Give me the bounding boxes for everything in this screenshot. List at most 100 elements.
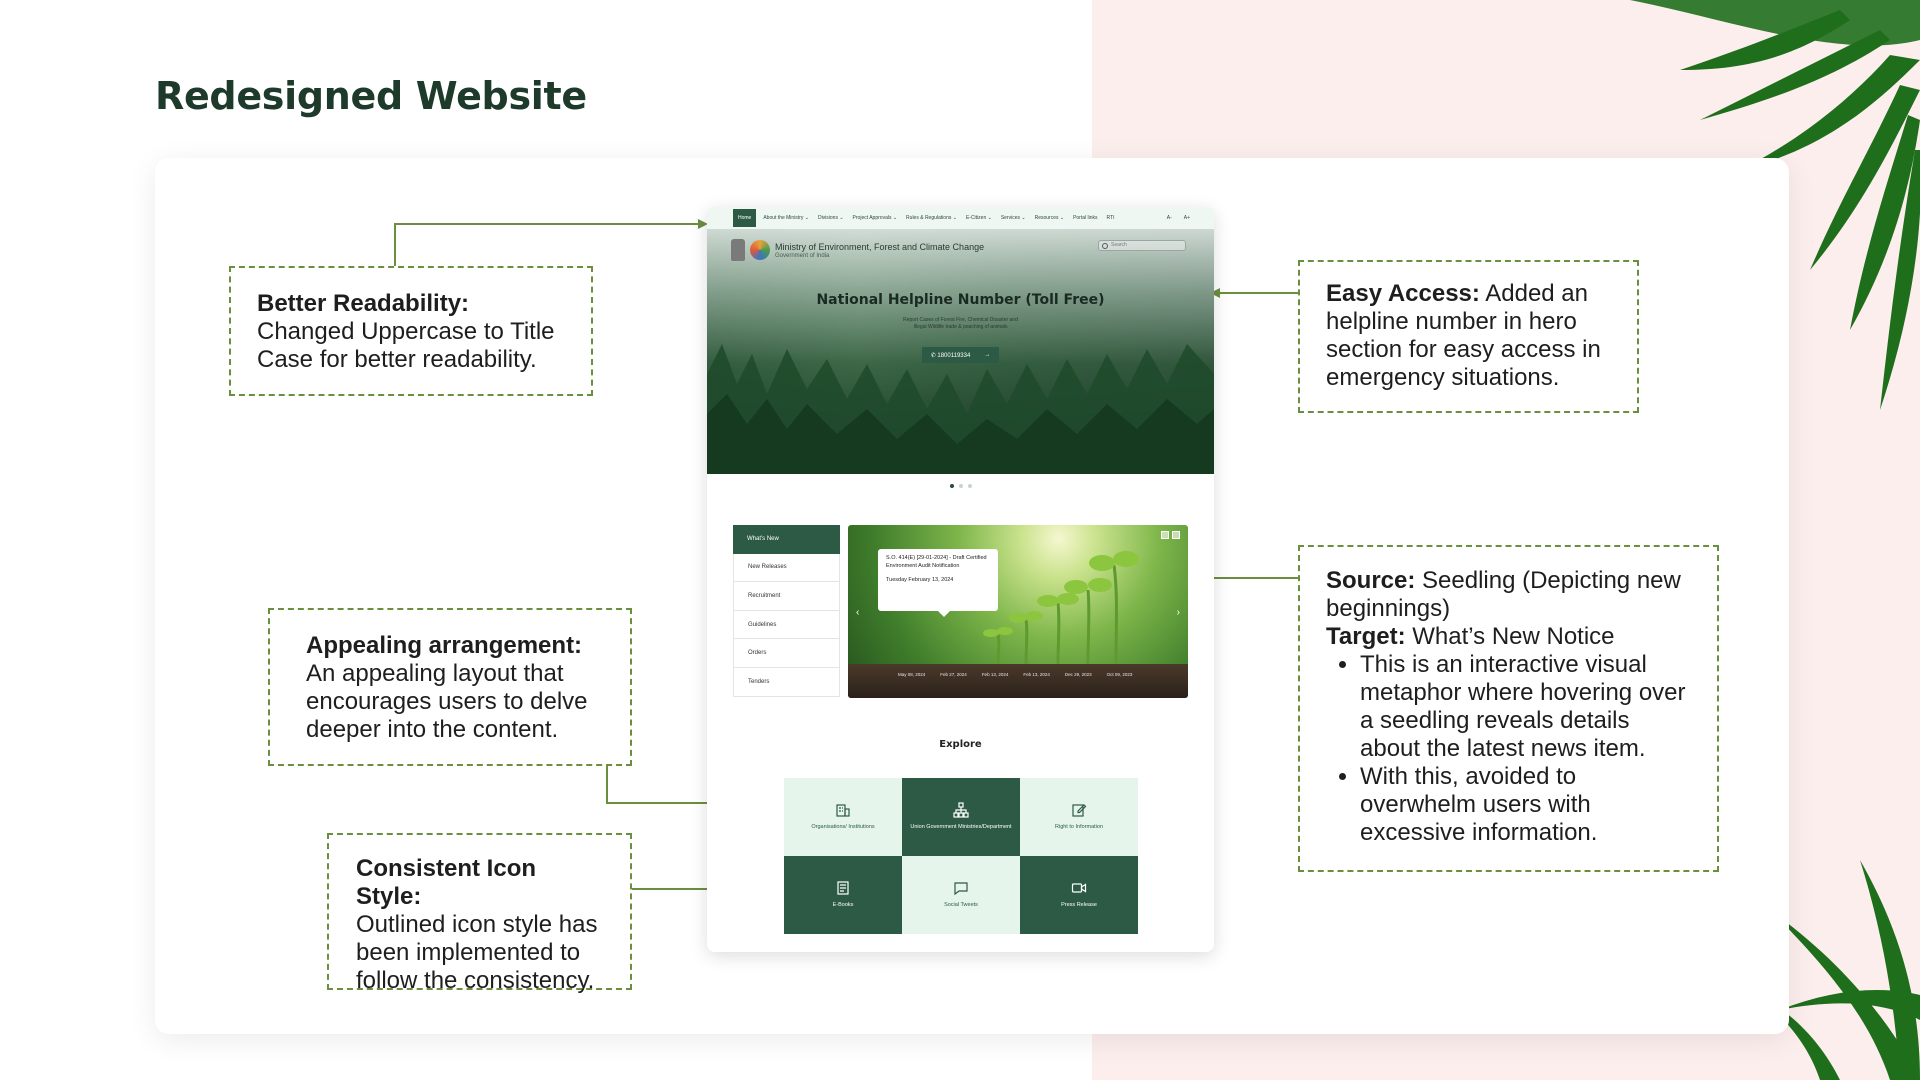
explore-heading: Explore [939,739,982,750]
carousel-dot[interactable] [967,484,972,488]
source-label: Source: [1326,567,1416,594]
target-text: What’s New Notice [1405,623,1615,650]
carousel-dot[interactable] [958,484,963,488]
emblem-icon [731,239,745,261]
nav-e-citizen[interactable]: E-Citizen ⌄ [965,215,992,221]
carousel-dot[interactable] [949,484,954,488]
tab-whats-new[interactable]: What's New [733,525,840,554]
tile-label: E-Books [832,902,854,909]
tab-orders[interactable]: Orders [733,639,840,668]
note-heading: Better Readability: [257,290,470,317]
whats-new-tabs: What's New New Releases Recruitment Guid… [733,525,840,697]
tab-guidelines[interactable]: Guidelines [733,610,840,640]
palm-leaf-bottom [1750,860,1920,1080]
note-easy-access: Easy Access: Added an helpline number in… [1298,260,1639,413]
org-name: Ministry of Environment, Forest and Clim… [775,241,985,252]
pause-icon[interactable] [1161,531,1169,539]
note-consistent-icon-style: Consistent Icon Style: Outlined icon sty… [327,833,632,994]
notice-date: Tuesday February 13, 2024 [886,577,954,583]
nav-services[interactable]: Services ⌄ [1000,215,1026,221]
date-label[interactable]: Feb 13, 2024 [1023,672,1050,677]
tile-label: Organisations/ Institutions [811,824,875,831]
tile-union-government[interactable]: Union Government Ministries/Department [902,778,1020,856]
nav-about[interactable]: About the Ministry ⌄ [763,215,809,221]
bullet-item: This is an interactive visual metaphor w… [1360,651,1691,763]
nav-home[interactable]: Home [733,209,757,227]
font-decrease-button[interactable]: A- [1166,215,1172,221]
date-label[interactable]: Feb 13, 2024 [981,672,1009,677]
note-better-readability: Better Readability: Changed Uppercase to… [229,266,593,396]
ministry-logo[interactable]: Ministry of Environment, Forest and Clim… [731,239,984,261]
expand-icon[interactable] [1172,531,1180,539]
book-icon [837,881,849,895]
seedlings-image [983,551,1139,666]
building-icon [836,804,850,817]
bullet-item: With this, avoided to overwhelm users wi… [1360,763,1691,847]
source-text: Seedling (Depicting new beginnings) [1326,567,1681,622]
nav-portal-links[interactable]: Portal links [1073,215,1098,221]
chat-icon [954,882,968,896]
nav-project-approvals[interactable]: Project Approvals ⌄ [852,215,898,221]
hero-banner: Ministry of Environment, Forest and Clim… [707,229,1214,474]
chevron-right-icon[interactable]: › [1176,607,1180,618]
tile-label: Right to Information [1055,824,1103,831]
tile-right-to-information[interactable]: Right to Information [1020,778,1138,856]
tab-recruitment[interactable]: Recruitment [733,582,840,611]
website-mockup: Home About the Ministry ⌄ Divisions ⌄ Pr… [707,207,1214,952]
video-icon [1071,883,1087,893]
environment-logo-icon [750,240,770,260]
nav-divisions[interactable]: Divisions ⌄ [817,215,844,221]
notice-tooltip[interactable]: S.O. 414(E) [29-01-2024] - Draft Certifi… [878,549,998,617]
tile-label: Union Government Ministries/Department [910,824,1012,831]
font-size-controls: A- A+ [1167,215,1190,221]
font-increase-button[interactable]: A+ [1183,215,1190,221]
nav-rti[interactable]: RTI [1106,215,1115,221]
arrow-right-icon: → [984,352,991,358]
forest-image [707,344,1214,474]
date-labels: May 08, 2024 Feb 27, 2024 Feb 13, 2024 F… [898,672,1132,677]
note-body: Outlined icon style has been implemented… [356,911,598,994]
search-input[interactable]: Search [1098,240,1186,251]
soil-band [848,664,1188,698]
date-label[interactable]: Feb 27, 2024 [940,672,967,677]
note-body: An appealing layout that encourages user… [306,660,588,743]
note-appealing-arrangement: Appealing arrangement: An appealing layo… [268,608,632,766]
target-label: Target: [1326,623,1406,650]
chevron-left-icon[interactable]: ‹ [856,607,860,618]
tab-new-releases[interactable]: New Releases [733,553,840,583]
notice-title: S.O. 414(E) [29-01-2024] - Draft Certifi… [886,555,987,569]
note-body: Changed Uppercase to Title Case for bett… [257,318,555,373]
hierarchy-icon [953,802,969,818]
carousel-controls [1161,531,1180,539]
bullet-list: This is an interactive visual metaphor w… [1360,651,1691,847]
edit-icon [1072,804,1087,817]
note-heading: Consistent Icon Style: [356,855,537,910]
note-source-target: Source: Seedling (Depicting new beginnin… [1298,545,1719,872]
hero-subtitle-line: Illegal Wildlife trade & poaching of ani… [913,324,1008,330]
tile-press-release[interactable]: Press Release [1020,856,1138,934]
palm-leaf-top [1630,0,1920,410]
hero-subtitle-line: Report Cases of Forest Fire, Chemical Di… [903,317,1018,323]
hero-title: National Helpline Number (Toll Free) [816,292,1105,308]
hero-subtitle: Report Cases of Forest Fire, Chemical Di… [707,317,1214,331]
helpline-button[interactable]: ✆ 1800119334 → [922,347,999,363]
tab-tenders[interactable]: Tenders [733,667,840,697]
carousel-dots [707,484,1214,488]
helpline-number: ✆ 1800119334 [930,352,971,359]
nav-resources[interactable]: Resources ⌄ [1034,215,1065,221]
date-label[interactable]: Oct 09, 2023 [1106,672,1133,677]
note-body: Added an helpline number in hero section… [1326,280,1601,391]
date-label[interactable]: Dec 29, 2023 [1064,672,1092,677]
explore-grid: Organisations/ Institutions Union Govern… [784,778,1138,934]
seedling-carousel[interactable]: S.O. 414(E) [29-01-2024] - Draft Certifi… [848,525,1188,698]
page-title: Redesigned Website [155,74,587,118]
nav-rules[interactable]: Rules & Regulations ⌄ [906,215,957,221]
mock-nav-bar: Home About the Ministry ⌄ Divisions ⌄ Pr… [707,207,1214,229]
note-heading: Appealing arrangement: [306,632,583,659]
tile-social-tweets[interactable]: Social Tweets [902,856,1020,934]
gov-name: Government of India [775,252,830,259]
tile-organisations[interactable]: Organisations/ Institutions [784,778,902,856]
tile-label: Social Tweets [944,902,978,909]
date-label[interactable]: May 08, 2024 [898,672,926,677]
tile-e-books[interactable]: E-Books [784,856,902,934]
